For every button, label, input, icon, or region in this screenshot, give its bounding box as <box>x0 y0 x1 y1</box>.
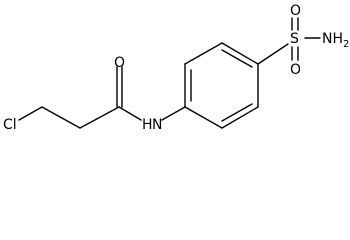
atom-sulfonyl-oxygen-bottom: O <box>290 62 301 78</box>
ring-bond-3 <box>221 42 259 65</box>
atom-amide-nitrogen: N <box>152 117 162 133</box>
bond-c2-c3 <box>79 106 120 129</box>
ring-inner-double-2 <box>221 49 253 68</box>
sulfonamide-nh: NH <box>322 31 343 47</box>
ring-bond-2 <box>184 42 223 65</box>
bond-n-ring <box>161 106 186 121</box>
atom-carbonyl-oxygen: O <box>114 55 125 71</box>
sulfonamide-subscript: 2 <box>343 39 349 50</box>
bond-cl-c1 <box>18 106 43 121</box>
atom-sulfonamide-group: NH2 <box>322 31 349 50</box>
bond-ring-s <box>257 43 289 65</box>
atom-chlorine: Cl <box>3 117 17 133</box>
atom-sulfur: S <box>290 31 299 47</box>
bond-lines <box>18 17 321 129</box>
chemical-structure-diagram: Cl O N H S O O NH2 <box>3 3 349 133</box>
ring-bond-5 <box>221 106 259 129</box>
bond-c1-c2 <box>41 106 81 129</box>
atom-sulfonyl-oxygen-top: O <box>290 3 301 19</box>
atom-labels: Cl O N H S O O NH2 <box>3 3 349 133</box>
ring-bond-6 <box>184 106 223 129</box>
ring-inner-double-3 <box>221 103 253 122</box>
bond-c3-n <box>118 106 142 121</box>
atom-amide-hydrogen: H <box>142 117 153 133</box>
